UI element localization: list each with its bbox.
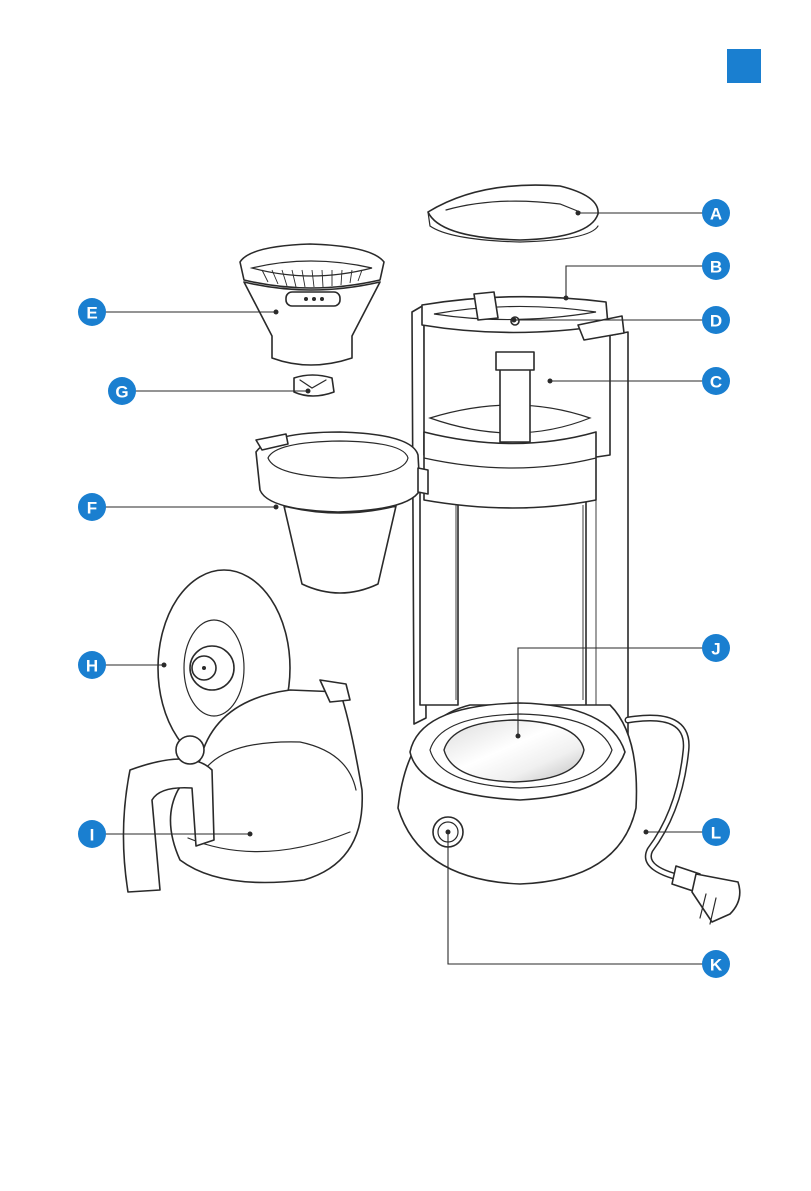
callout-label: I <box>90 826 95 845</box>
callout-label: H <box>86 657 98 676</box>
callout-label: B <box>710 258 722 277</box>
callout-label: F <box>87 499 97 518</box>
callout-f: F <box>78 493 106 521</box>
callout-k: K <box>702 950 730 978</box>
callout-label: A <box>710 205 722 224</box>
callout-h: H <box>78 651 106 679</box>
callout-label: L <box>711 824 721 843</box>
callout-b: B <box>702 252 730 280</box>
callout-badges: A B C D E F G H I J K L <box>78 199 730 978</box>
callout-label: K <box>710 956 723 975</box>
filter-support-drawing <box>256 432 428 593</box>
jug-drawing <box>123 680 362 892</box>
callout-c: C <box>702 367 730 395</box>
lid-drawing <box>428 185 598 242</box>
callout-j: J <box>702 634 730 662</box>
callout-i: I <box>78 820 106 848</box>
callout-label: G <box>115 383 128 402</box>
callout-l: L <box>702 818 730 846</box>
callout-label: C <box>710 373 722 392</box>
callout-d: D <box>702 306 730 334</box>
callout-g: G <box>108 377 136 405</box>
appliance-body <box>398 292 740 924</box>
callout-a: A <box>702 199 730 227</box>
callout-label: J <box>711 640 720 659</box>
callout-label: D <box>710 312 722 331</box>
callout-e: E <box>78 298 106 326</box>
callout-label: E <box>86 304 97 323</box>
filter-holder-drawing <box>240 244 384 396</box>
